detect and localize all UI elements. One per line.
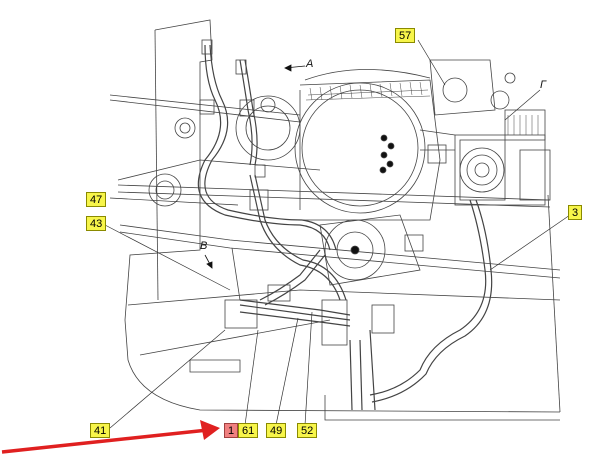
leader-lines (104, 39, 571, 429)
callout-57: 57 (395, 28, 416, 43)
chassis-outline (109, 19, 561, 421)
view-label-a: A (306, 58, 314, 70)
callout-41: 41 (90, 423, 111, 438)
callout-61: 61 (238, 423, 259, 438)
callout-1: 1 (224, 423, 239, 438)
left-pulley (148, 95, 301, 207)
valve-block (199, 39, 424, 346)
callout-g: Г (540, 79, 546, 91)
hydraulic-pump (419, 59, 551, 206)
main-drum (294, 69, 441, 221)
callout-43: 43 (86, 216, 107, 231)
callout-49: 49 (266, 423, 287, 438)
hydraulic-hoses (197, 44, 493, 411)
view-label-b: B (200, 240, 208, 252)
callout-52: 52 (297, 423, 318, 438)
callout-3: 3 (568, 205, 583, 220)
pointer-arrow (1, 420, 220, 454)
lower-pulley (319, 214, 421, 286)
callout-47: 47 (86, 192, 107, 207)
view-arrows (204, 64, 306, 269)
